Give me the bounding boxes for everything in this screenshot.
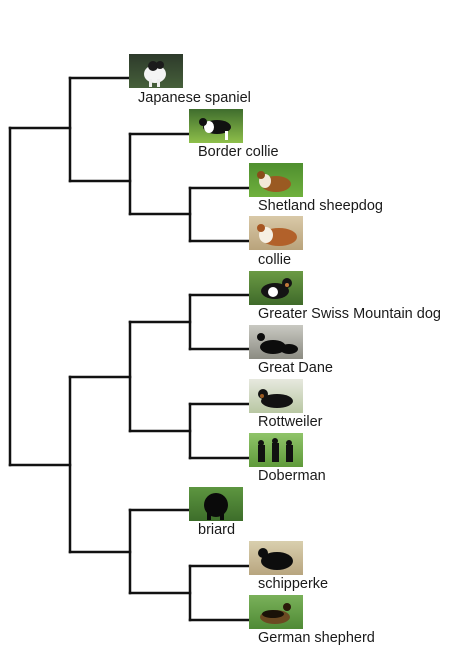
japanese-spaniel-photo — [129, 54, 183, 88]
german-shepherd-photo — [249, 595, 303, 629]
leaf-label: German shepherd — [258, 630, 375, 646]
leaf-label: briard — [198, 522, 235, 538]
greater-swiss-mountain-dog-photo — [249, 271, 303, 305]
leaf-label: Greater Swiss Mountain dog — [258, 306, 441, 322]
border-collie-photo — [189, 109, 243, 143]
leaf-label: Doberman — [258, 468, 326, 484]
leaf-label: Border collie — [198, 144, 279, 160]
collie-photo — [249, 216, 303, 250]
shetland-sheepdog-photo — [249, 163, 303, 197]
briard-photo — [189, 487, 243, 521]
rottweiler-photo — [249, 379, 303, 413]
schipperke-photo — [249, 541, 303, 575]
leaf-label: Shetland sheepdog — [258, 198, 383, 214]
leaf-label: Japanese spaniel — [138, 90, 251, 106]
great-dane-photo — [249, 325, 303, 359]
doberman-photo — [249, 433, 303, 467]
leaf-label: collie — [258, 252, 291, 268]
leaf-label: Great Dane — [258, 360, 333, 376]
leaf-label: schipperke — [258, 576, 328, 592]
leaf-label: Rottweiler — [258, 414, 322, 430]
